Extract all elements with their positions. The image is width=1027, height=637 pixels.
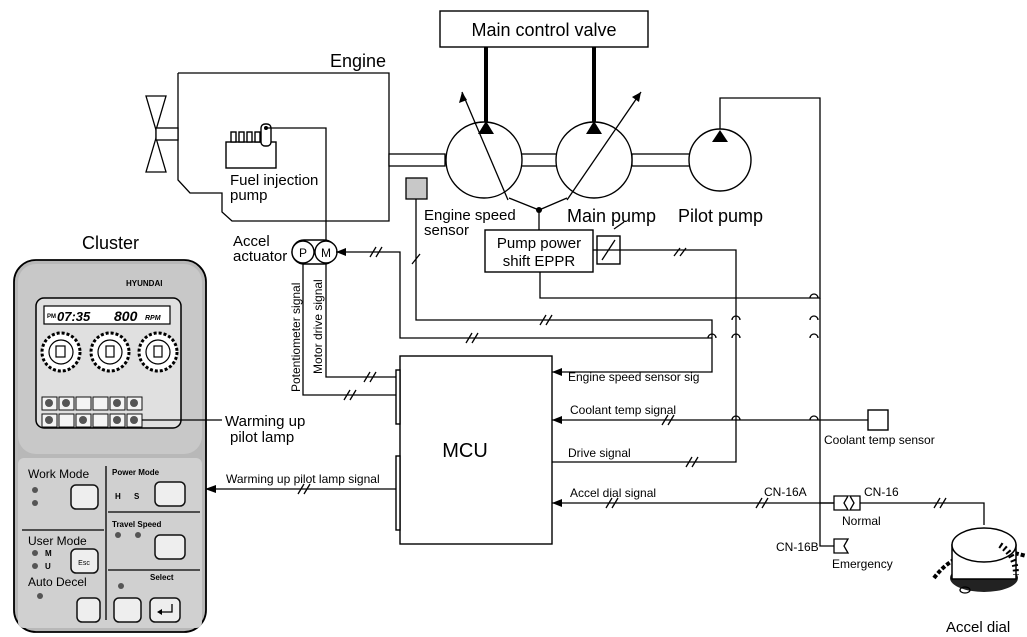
accel-actuator-label-2: actuator <box>233 248 287 265</box>
cn16-label: CN-16 <box>864 485 899 499</box>
fan-icon <box>145 95 179 173</box>
main-pump-rear-icon <box>555 91 642 201</box>
user-mode-label: User Mode <box>28 534 87 548</box>
warning-lamp-grid <box>41 396 143 428</box>
accel-dial-icon <box>932 527 1027 594</box>
mcu-connector-top <box>395 369 401 425</box>
fuel-injection-pump-label-2: pump <box>230 187 268 204</box>
cluster-label: Cluster <box>82 233 139 253</box>
mcu-connector-bottom <box>395 455 401 531</box>
emergency-label: Emergency <box>832 557 893 571</box>
cn16b-label: CN-16B <box>776 540 819 554</box>
engine-speed-sensor-sig-label: Engine speed sensor sig <box>568 370 699 384</box>
motor-drive-signal-line <box>325 263 400 378</box>
main-pump-front-icon <box>445 91 523 201</box>
warming-up-pilot-lamp-signal-label: Warming up pilot lamp signal <box>226 472 380 486</box>
mcu-box <box>399 355 553 545</box>
pump-eppr-label-1: Pump power <box>497 235 581 252</box>
main-pilot-pump-shaft <box>631 153 691 167</box>
engine-speed-sensor-label-1: Engine speed <box>424 207 516 224</box>
actuator-p-label: P <box>299 246 307 260</box>
engine-speed-sensor-line <box>415 199 713 373</box>
engine-label: Engine <box>330 51 386 71</box>
engine-main-pump-shaft <box>388 153 446 167</box>
pilot-pump-label: Pilot pump <box>678 206 763 226</box>
cn16-connector-icon <box>833 495 861 511</box>
drive-signal-label: Drive signal <box>568 446 631 460</box>
main-control-valve-box <box>439 10 649 48</box>
power-s-label: S <box>134 492 140 501</box>
potentiometer-signal-line <box>302 263 400 396</box>
cn16a-label: CN-16A <box>764 485 807 499</box>
coolant-temp-sensor-label: Coolant temp sensor <box>824 433 935 447</box>
gauge-fuel-icon <box>89 331 131 373</box>
mcu-label: MCU <box>442 440 488 462</box>
coolant-temp-signal-label: Coolant temp signal <box>570 403 676 417</box>
power-mode-button[interactable] <box>154 481 186 507</box>
main-pump-coupling-shaft <box>520 153 559 167</box>
warming-up-pilot-lamp-label-2: pilot lamp <box>230 429 294 446</box>
auto-decel-label: Auto Decel <box>28 575 87 589</box>
esc-label: Esc <box>78 560 90 567</box>
engine-outline <box>177 72 390 222</box>
work-mode-button[interactable] <box>70 484 99 510</box>
travel-speed-label: Travel Speed <box>112 520 161 529</box>
engine-speed-sensor-icon <box>405 177 428 200</box>
auto-decel-button[interactable] <box>76 597 101 623</box>
user-m-label: M <box>45 549 52 558</box>
eppr-solenoid-icon <box>593 221 625 265</box>
accel-actuator-label-1: Accel <box>233 233 270 250</box>
cluster-clock: 07:35 <box>57 309 91 324</box>
accel-dial-label: Accel dial <box>946 619 1010 636</box>
accel-dial-signal-label: Accel dial signal <box>570 486 656 500</box>
gauge-engine-temp-icon <box>40 331 82 373</box>
user-u-label: U <box>45 562 51 571</box>
select-left-button[interactable] <box>113 597 142 623</box>
gauge-hydraulic-temp-icon <box>137 331 179 373</box>
cluster-clock-prefix: PM <box>47 314 56 320</box>
pilot-pump-line <box>539 97 821 299</box>
fuel-injection-pump-label-1: Fuel injection <box>230 172 318 189</box>
select-enter-button[interactable] <box>149 597 181 623</box>
motor-drive-signal-label: Motor drive signal <box>311 279 325 374</box>
accel-dial-cable <box>860 502 985 525</box>
cluster-rpm-value: 800 <box>114 308 138 324</box>
pump-eppr-label-2: shift EPPR <box>503 253 576 270</box>
eppr-drive-line <box>552 249 737 463</box>
potentiometer-signal-label: Potentiometer signal <box>289 283 303 392</box>
power-h-label: H <box>115 492 121 501</box>
travel-speed-button[interactable] <box>154 534 186 560</box>
fuel-injection-pump-icon <box>225 123 277 169</box>
coolant-temp-sensor-icon <box>867 409 889 431</box>
pilot-pump-icon <box>688 128 752 192</box>
normal-label: Normal <box>842 514 881 528</box>
user-mode-esc-button[interactable] <box>70 548 99 574</box>
cluster-brand: HYUNDAI <box>126 279 162 288</box>
pump-eppr-box <box>484 229 594 273</box>
actuator-mcu-line <box>336 251 712 339</box>
main-control-valve-label: Main control valve <box>471 20 616 40</box>
power-mode-label: Power Mode <box>112 468 160 477</box>
actuator-m-label: M <box>321 246 331 260</box>
cluster-rpm-unit: RPM <box>145 315 161 322</box>
work-mode-label: Work Mode <box>28 467 89 481</box>
select-label: Select <box>150 573 174 582</box>
engine-speed-sensor-label-2: sensor <box>424 222 469 239</box>
cluster-lcd <box>43 305 171 325</box>
main-pump-label: Main pump <box>567 206 656 226</box>
injection-linkage-line <box>266 127 327 246</box>
warming-up-pilot-lamp-label-1: Warming up <box>225 413 305 430</box>
cn16b-connector-icon <box>833 538 850 554</box>
